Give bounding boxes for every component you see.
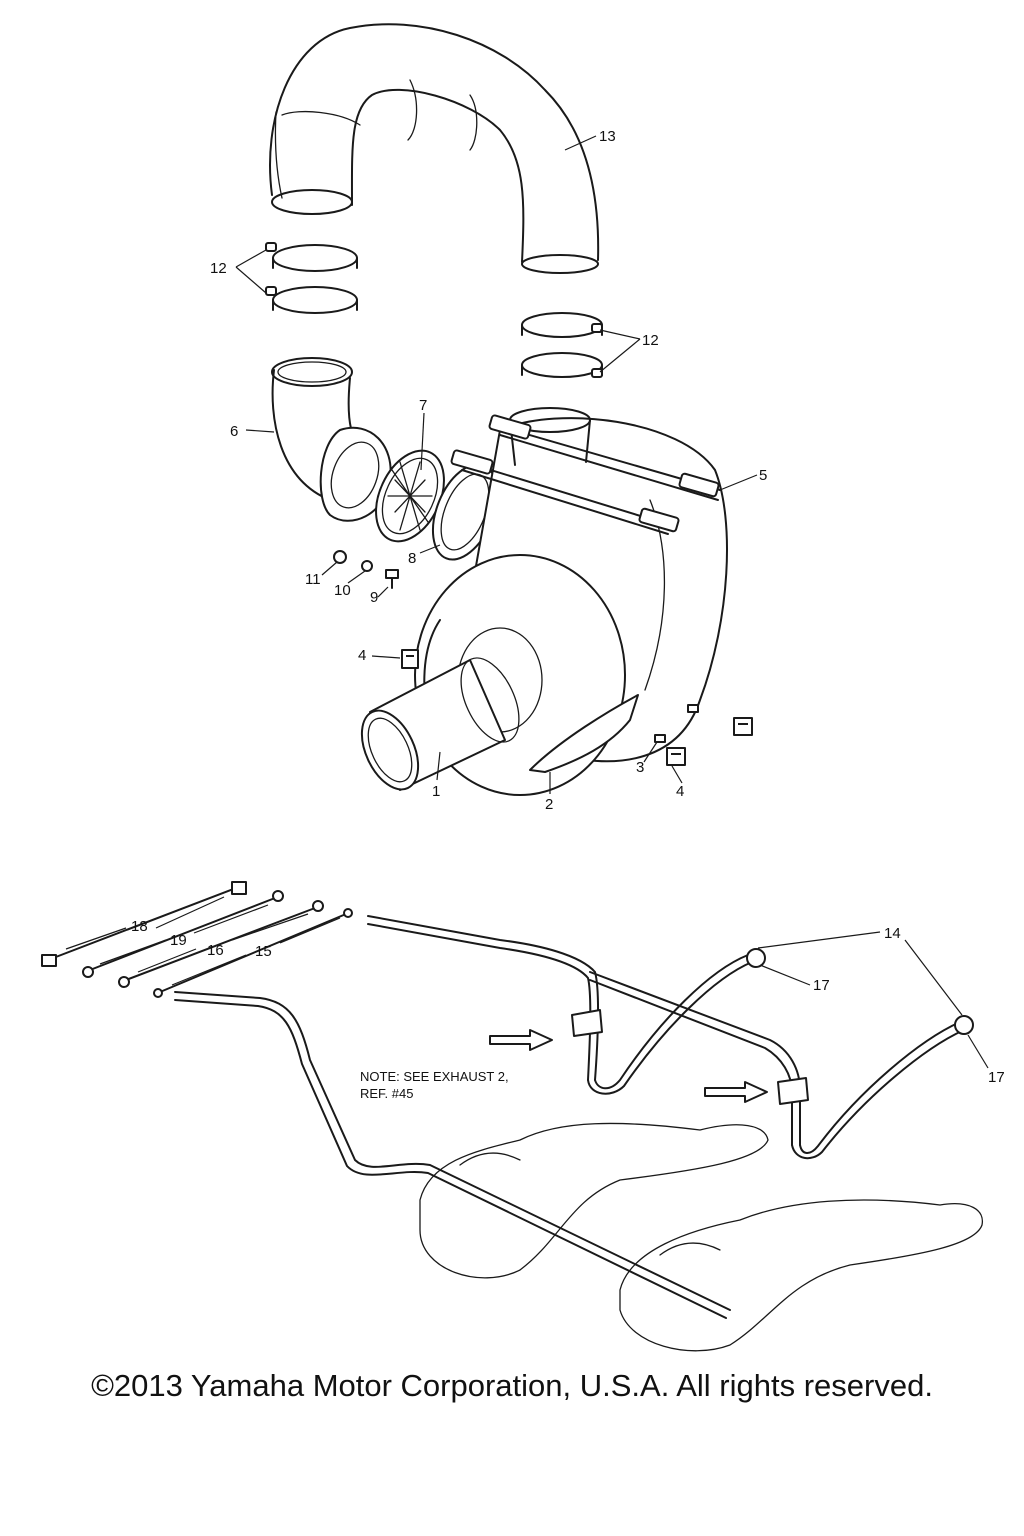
elbow-pipe-6 bbox=[271, 357, 392, 522]
outlet-pipe-1 bbox=[360, 657, 520, 791]
diagram-note: NOTE: SEE EXHAUST 2, REF. #45 bbox=[360, 1069, 509, 1101]
brackets-4 bbox=[401, 649, 753, 766]
callout-3: 3 bbox=[636, 759, 644, 776]
screen-7 bbox=[375, 449, 445, 543]
callout-17-lower: 17 bbox=[988, 1069, 1005, 1086]
short-hoses bbox=[41, 881, 353, 998]
callout-16: 16 bbox=[207, 942, 224, 959]
callout-4-left: 4 bbox=[358, 647, 366, 664]
callout-4-right: 4 bbox=[676, 783, 684, 800]
callout-10: 10 bbox=[334, 582, 351, 599]
exhaust-manifolds bbox=[419, 1122, 983, 1352]
callout-7: 7 bbox=[419, 397, 427, 414]
callout-13: 13 bbox=[599, 128, 616, 145]
fasteners bbox=[333, 550, 699, 743]
callout-2: 2 bbox=[545, 796, 553, 813]
callout-18: 18 bbox=[131, 918, 148, 935]
leader-lines-upper bbox=[235, 135, 758, 794]
note-line-2: REF. #45 bbox=[360, 1086, 413, 1101]
hose-clamps-12-left bbox=[265, 242, 358, 314]
callout-14: 14 bbox=[884, 925, 901, 942]
callout-1: 1 bbox=[432, 783, 440, 800]
callout-19: 19 bbox=[170, 932, 187, 949]
leader-lines-lower bbox=[65, 896, 989, 1069]
copyright-notice: ©2013 Yamaha Motor Corporation, U.S.A. A… bbox=[91, 1368, 933, 1403]
callout-11: 11 bbox=[305, 571, 321, 588]
skid-plate-2 bbox=[529, 694, 639, 773]
long-hoses bbox=[174, 915, 974, 1319]
callout-12-right: 12 bbox=[642, 332, 659, 349]
note-line-1: NOTE: SEE EXHAUST 2, bbox=[360, 1069, 509, 1084]
callout-8: 8 bbox=[408, 550, 416, 567]
callout-5: 5 bbox=[759, 467, 767, 484]
callout-17-upper: 17 bbox=[813, 977, 830, 994]
callout-9: 9 bbox=[370, 589, 378, 606]
callout-15: 15 bbox=[255, 943, 272, 960]
exhaust-pipe-13 bbox=[269, 23, 600, 274]
callout-labels: 13 12 12 6 7 5 8 11 10 9 4 1 2 3 4 14 17… bbox=[131, 128, 1005, 1086]
callout-12-left: 12 bbox=[210, 260, 227, 277]
hose-clamps-12-right bbox=[521, 312, 603, 378]
pointer-arrows bbox=[489, 1029, 768, 1103]
callout-6: 6 bbox=[230, 423, 238, 440]
